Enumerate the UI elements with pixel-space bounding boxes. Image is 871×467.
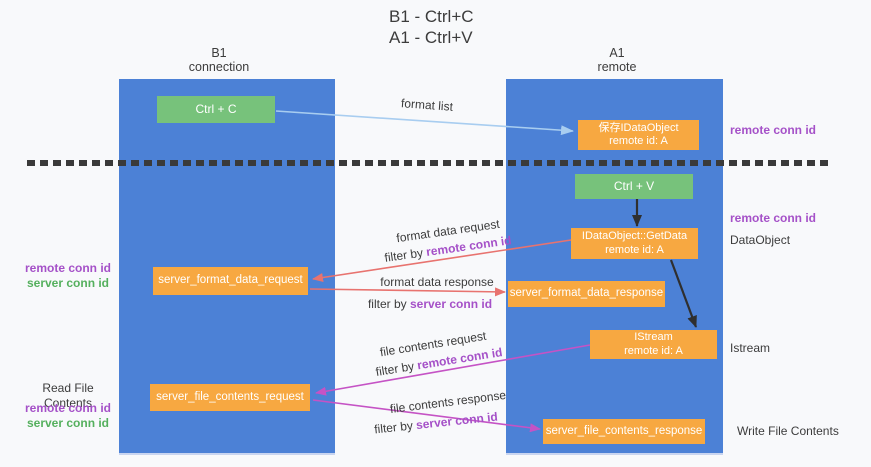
label-left-conn-ids-top: remote conn id server conn id (18, 261, 118, 291)
arrow-format-data-response (309, 287, 506, 297)
node-server-format-data-response-label: server_format_data_response (509, 287, 664, 300)
label-format-list: format list (400, 96, 454, 114)
label-format-data-response: format data response (380, 275, 494, 289)
node-saved-idataobject-line2: remote id: A (609, 135, 668, 147)
lane-b1-subtitle: connection (188, 60, 250, 74)
node-server-format-data-request: server_format_data_request (153, 267, 308, 295)
title-line-2: A1 - Ctrl+V (389, 28, 473, 47)
label-dataobject: DataObject (730, 233, 791, 247)
label-istream: Istream (730, 341, 771, 355)
node-saved-idataobject: 保存IDataObject remote id: A (578, 120, 699, 150)
node-server-file-contents-response-label: server_file_contents_response (545, 424, 703, 437)
node-saved-idataobject-line1: 保存IDataObject (598, 121, 679, 134)
node-ctrl-v: Ctrl + V (575, 174, 693, 199)
node-ctrl-c-label: Ctrl + C (195, 101, 237, 116)
filter-by-prefix: filter by (373, 418, 417, 437)
label-right-remote-conn-id-mid: remote conn id (730, 211, 817, 225)
label-left-conn-ids-bottom: remote conn id server conn id (18, 401, 118, 431)
node-istream-line2: remote id: A (624, 344, 683, 357)
title-line-1: B1 - Ctrl+C (389, 7, 474, 26)
label-write-file-contents: Write File Contents (737, 424, 839, 438)
label-filter-by-server-conn-id-1: filter by server conn id (368, 297, 492, 311)
filter-by-prefix: filter by (383, 245, 428, 265)
lane-a1-subtitle: remote (597, 60, 637, 74)
diagram-title: B1 - Ctrl+C A1 - Ctrl+V (389, 6, 474, 48)
node-server-format-data-request-label: server_format_data_request (158, 274, 303, 287)
filter-by-prefix: filter by (374, 358, 419, 379)
node-server-file-contents-response: server_file_contents_response (543, 419, 705, 444)
label-right-remote-conn-id-top: remote conn id (730, 123, 817, 137)
lane-a1-title: A1 (609, 46, 625, 60)
filter-by-prefix: filter by (367, 297, 410, 311)
node-istream-line1: IStream (634, 331, 673, 343)
node-ctrl-v-label: Ctrl + V (613, 178, 655, 193)
label-left-server-conn-id-bottom: server conn id (26, 416, 110, 430)
lane-b1-title: B1 (211, 46, 227, 60)
filter-key-server-conn-id: server conn id (415, 409, 499, 433)
lane-header-a1: A1 remote (567, 46, 667, 74)
node-idataobject-getdata-line1: IDataObject::GetData (581, 230, 688, 242)
node-server-file-contents-request-label: server_file_contents_request (156, 390, 304, 403)
node-idataobject-getdata: IDataObject::GetData remote id: A (571, 228, 698, 259)
label-left-remote-conn-id-top: remote conn id (24, 261, 111, 275)
node-idataobject-getdata-line2: remote id: A (605, 243, 664, 256)
label-left-server-conn-id-top: server conn id (26, 276, 110, 290)
filter-key-server-conn-id: server conn id (409, 297, 493, 311)
node-ctrl-c: Ctrl + C (157, 96, 275, 123)
node-server-file-contents-request: server_file_contents_request (150, 384, 310, 411)
label-left-remote-conn-id-bottom: remote conn id (24, 401, 111, 415)
node-istream: IStream remote id: A (590, 330, 717, 359)
node-server-format-data-response: server_format_data_response (508, 281, 665, 307)
lane-header-b1: B1 connection (169, 46, 269, 74)
label-read-file-contents: Read File Contents (42, 381, 94, 410)
